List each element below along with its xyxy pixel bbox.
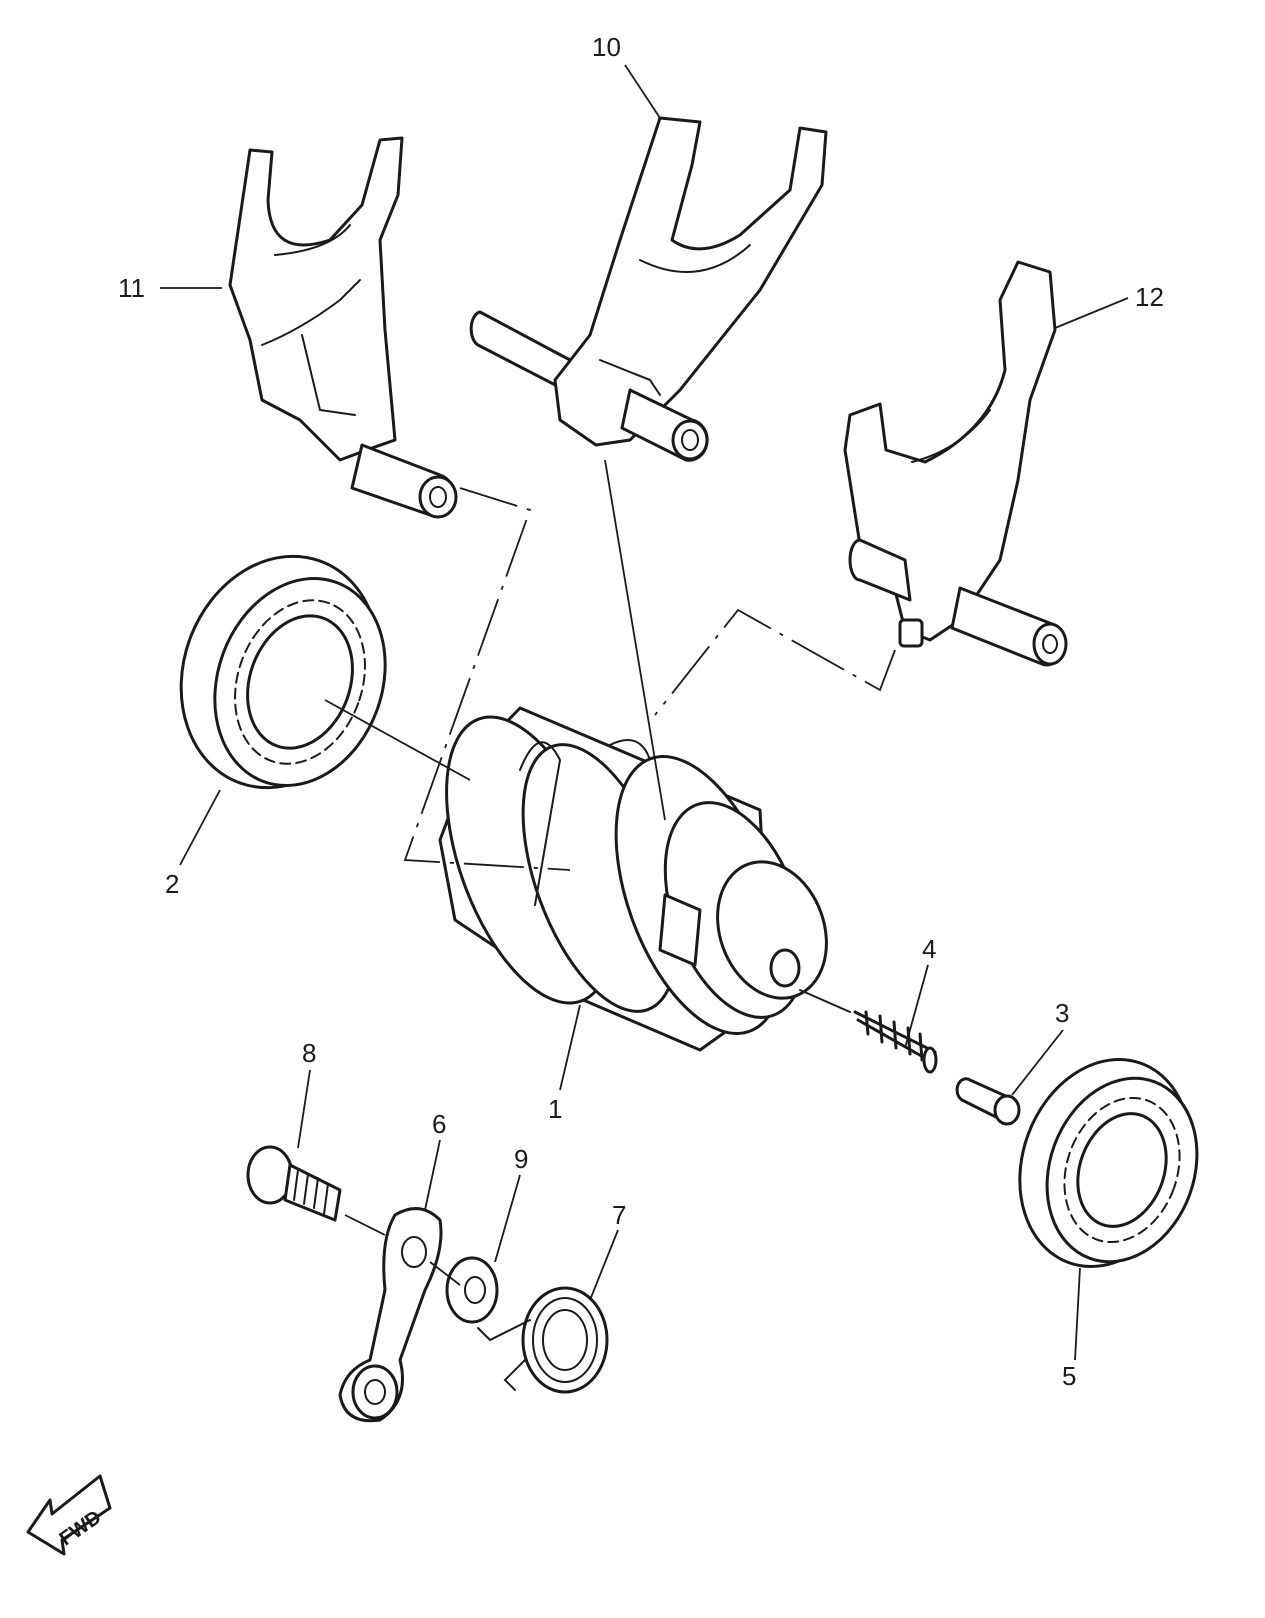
callout-labels: 10 11 12 2 1 4 3 5 8 6 9 7	[118, 32, 1164, 1391]
callout-11: 11	[118, 273, 145, 303]
shift-fork-12	[843, 260, 1068, 667]
shift-drum-1	[438, 706, 828, 1052]
callout-5: 5	[1062, 1361, 1076, 1391]
callout-8: 8	[302, 1038, 316, 1068]
callout-3: 3	[1055, 998, 1069, 1028]
callout-9: 9	[514, 1144, 528, 1174]
washer-9	[445, 1256, 499, 1324]
shift-fork-11	[228, 136, 458, 519]
callout-1: 1	[548, 1094, 562, 1124]
callout-10: 10	[592, 32, 621, 62]
lever-6	[338, 1207, 443, 1423]
pin-3	[955, 1077, 1021, 1126]
spring-7	[477, 1286, 609, 1394]
callout-2: 2	[165, 869, 179, 899]
assembly-guide-lines	[324, 459, 896, 1286]
callout-6: 6	[432, 1109, 446, 1139]
bolt-8	[246, 1145, 342, 1222]
spring-4	[799, 989, 938, 1074]
callout-12: 12	[1135, 282, 1164, 312]
fwd-arrow-icon: FWD	[26, 1474, 112, 1556]
callout-4: 4	[922, 934, 936, 964]
callout-leaders	[160, 64, 1129, 1361]
bearing-5	[1018, 1058, 1199, 1268]
bearing-2	[179, 554, 387, 790]
shift-fork-10	[469, 116, 828, 462]
callout-7: 7	[612, 1200, 626, 1230]
